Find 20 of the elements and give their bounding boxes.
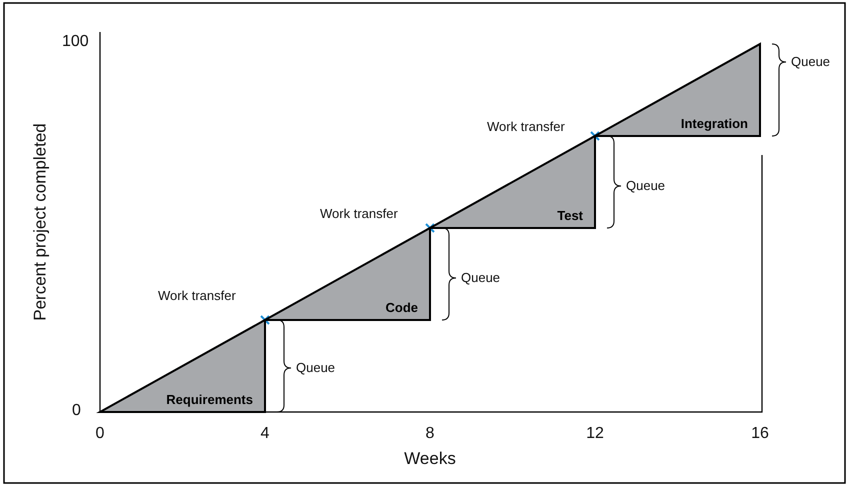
phase-label: Test bbox=[557, 209, 583, 222]
transfer-label: Work transfer bbox=[487, 120, 565, 133]
queue-label: Queue bbox=[296, 361, 336, 374]
phase-label: Code bbox=[386, 301, 418, 314]
queue-label: Queue bbox=[626, 179, 666, 192]
phase-label: Requirements bbox=[166, 393, 253, 406]
phase-label: Integration bbox=[680, 117, 748, 130]
axis-tick-label: 0 bbox=[72, 403, 81, 419]
axis-tick-label: 0 bbox=[96, 426, 104, 442]
axis-tick-label: 100 bbox=[62, 34, 89, 50]
axis-title: Percent project completed bbox=[32, 123, 48, 321]
transfer-label: Work transfer bbox=[158, 289, 236, 302]
queue-label: Queue bbox=[461, 271, 500, 284]
axis-tick-label: 16 bbox=[751, 426, 769, 442]
axis-tick-label: 8 bbox=[426, 426, 434, 442]
axis-tick-label: 4 bbox=[260, 426, 270, 442]
axis-tick-label: 12 bbox=[586, 426, 604, 442]
transfer-label: Work transfer bbox=[320, 207, 398, 220]
queue-label: Queue bbox=[791, 55, 830, 68]
axis-title: Weeks bbox=[404, 450, 456, 467]
